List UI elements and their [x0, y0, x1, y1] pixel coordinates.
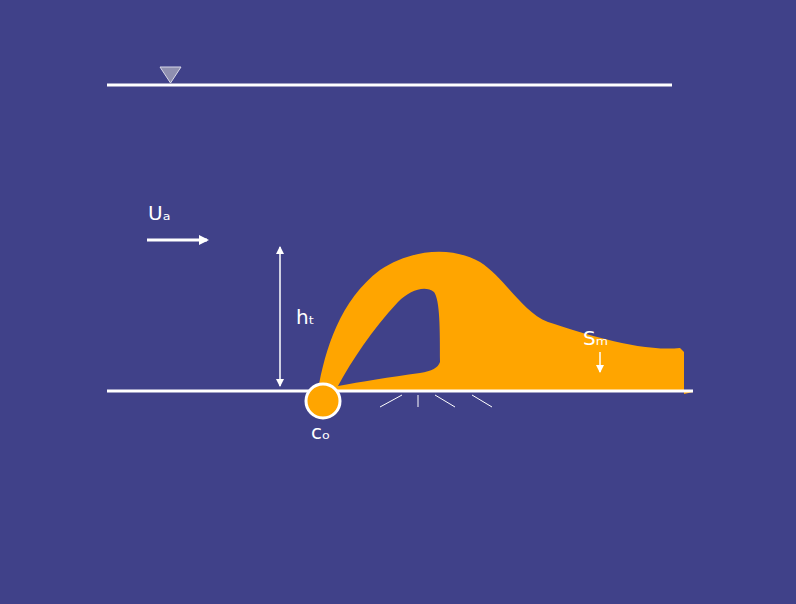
current-arrow: [147, 239, 207, 242]
sea-bed: [107, 390, 693, 393]
water-level-symbol: [160, 67, 181, 83]
height-label: hₜ: [296, 307, 315, 327]
plume-shape: [318, 252, 684, 391]
height-dimension: [279, 247, 281, 386]
velocity-label: Uₐ: [148, 203, 170, 223]
outfall-pipe: [306, 384, 340, 418]
settling-arrow: [599, 352, 601, 372]
water-surface: [107, 84, 672, 87]
concentration-label: cₒ: [311, 422, 330, 442]
diffuser-lines: [380, 395, 492, 407]
settling-label: Sₘ: [583, 328, 608, 348]
